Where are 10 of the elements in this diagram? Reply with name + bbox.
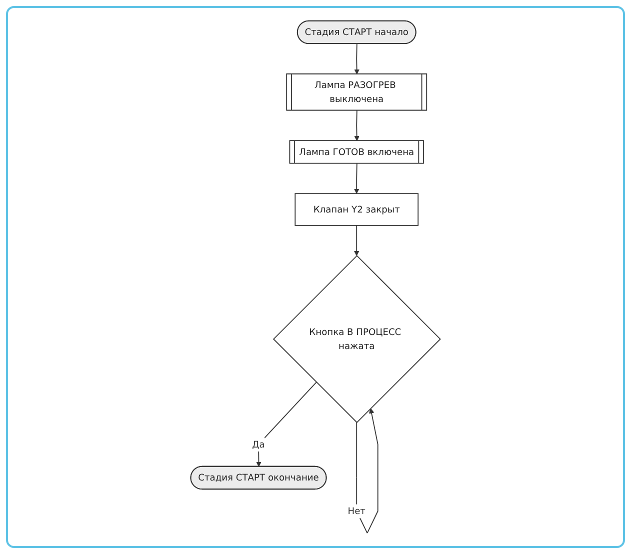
arrow xyxy=(256,382,317,467)
arrow xyxy=(354,163,360,194)
arrow xyxy=(354,43,360,74)
node-diamond: Кнопка В ПРОЦЕСС нажата xyxy=(272,255,441,424)
arrow xyxy=(356,408,378,534)
arrow xyxy=(354,224,360,256)
node-box: Клапан Y2 закрыт xyxy=(294,193,419,226)
edge-label: Нет xyxy=(348,505,366,516)
arrow xyxy=(354,110,360,142)
edge-label: Да xyxy=(252,438,265,450)
